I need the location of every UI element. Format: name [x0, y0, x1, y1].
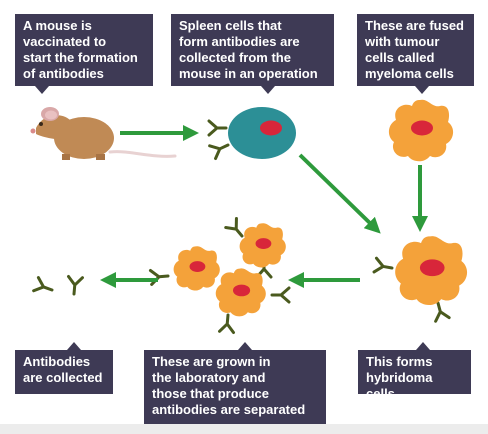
step-spleen-cells-label: Spleen cells that form antibodies are co…: [171, 14, 334, 94]
step-fusion-text: These are fused with tumour cells called…: [365, 18, 464, 81]
spleen-cell-icon: [207, 107, 296, 161]
step-hybridoma-label: This forms hybridoma cells: [358, 342, 471, 401]
step-mouse-vaccinated-text: A mouse is vaccinated to start the forma…: [23, 18, 138, 81]
step-mouse-vaccinated-label: A mouse is vaccinated to start the forma…: [15, 14, 153, 94]
callout-pointer: [238, 342, 252, 350]
step-fusion-label: These are fused with tumour cells called…: [357, 14, 474, 94]
step-antibodies-collected-label: Antibodies are collected: [15, 342, 113, 394]
step-antibodies-collected-text: Antibodies are collected: [23, 354, 103, 385]
step-grown-lab-text: These are grown in the laboratory and th…: [152, 354, 306, 417]
callout-pointer: [261, 86, 275, 94]
callout-pointer: [416, 342, 430, 350]
cultured-cells-icon: [148, 216, 291, 335]
callout-pointer: [67, 342, 81, 350]
mouse-icon: [30, 107, 177, 160]
step-spleen-cells-text: Spleen cells that form antibodies are co…: [179, 18, 318, 81]
callout-pointer: [35, 86, 49, 94]
step-hybridoma-text: This forms hybridoma cells: [366, 354, 433, 401]
arrow-icon: [298, 153, 381, 234]
antibody-icon: [32, 274, 84, 299]
hybridoma-cell-icon: [372, 236, 468, 323]
bottom-strip: [0, 424, 488, 434]
step-grown-lab-label: These are grown in the laboratory and th…: [144, 342, 326, 425]
callout-pointer: [415, 86, 429, 94]
myeloma-cell-icon: [388, 99, 454, 162]
